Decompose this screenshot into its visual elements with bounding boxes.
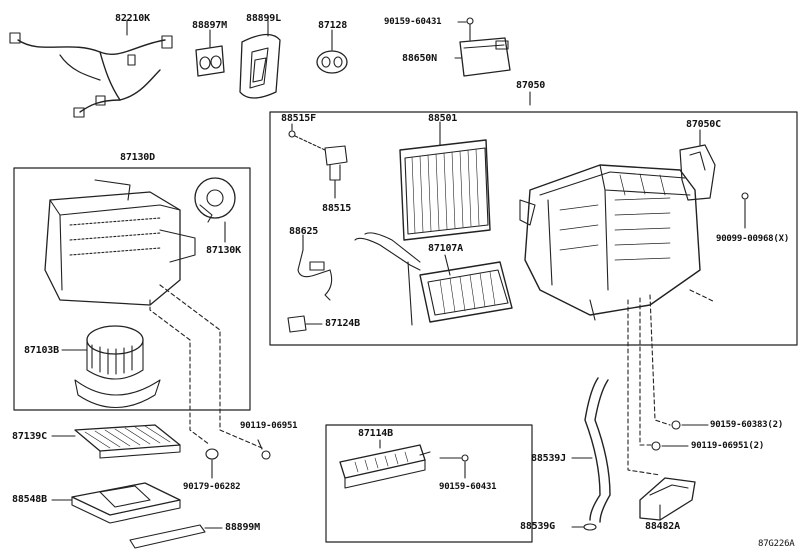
label-82210k: 82210K	[115, 13, 150, 24]
label-88650n: 88650N	[402, 53, 437, 64]
drain-hose	[571, 377, 611, 523]
label-88539g: 88539G	[520, 521, 555, 532]
label-90099-00968: 90099-00968(X)	[716, 234, 790, 244]
label-88548b: 88548B	[12, 494, 47, 505]
label-88501: 88501	[428, 113, 458, 124]
label-88539j: 88539J	[531, 453, 566, 464]
label-87130d: 87130D	[120, 152, 155, 163]
label-88899m: 88899M	[225, 522, 260, 533]
evaporator-88501	[399, 121, 491, 241]
filter-case	[51, 482, 181, 524]
label-87130k: 87130K	[206, 245, 241, 256]
label-87114b: 87114B	[358, 428, 393, 439]
label-87103b: 87103B	[24, 345, 59, 356]
label-87050: 87050	[516, 80, 546, 91]
label-87050c: 87050C	[686, 119, 721, 130]
plug-87128	[316, 29, 348, 74]
ptc-heater-87114b	[339, 439, 431, 489]
label-90159-60431-top: 90159-60431	[384, 17, 442, 27]
label-87124b: 87124B	[325, 318, 360, 329]
label-88515: 88515	[322, 203, 352, 214]
wire-harness-82210k	[9, 32, 173, 118]
diagram-code: 87G226A	[758, 539, 795, 549]
heater-core-87107a	[354, 232, 513, 326]
box-87114b	[325, 424, 533, 543]
cabin-filter	[51, 424, 181, 459]
box-87130d	[13, 167, 251, 411]
grommet-88897m	[195, 29, 225, 77]
box-87050	[269, 111, 798, 346]
label-88899l: 88899L	[246, 13, 281, 24]
hvac-unit-87050	[519, 129, 749, 476]
label-90119-06951-left: 90119-06951	[240, 421, 298, 431]
label-88897m: 88897M	[192, 20, 227, 31]
label-87107a: 87107A	[428, 243, 463, 254]
label-90119-06951-right: 90119-06951(2)	[691, 441, 765, 451]
duct-88482a	[639, 477, 696, 521]
label-88482a: 88482A	[645, 521, 680, 532]
label-90159-60383: 90159-60383(2)	[710, 420, 784, 430]
label-90179-06282: 90179-06282	[183, 482, 241, 492]
blower-assembly	[44, 177, 263, 449]
seal-88899l	[239, 33, 281, 99]
label-90159-60431-bottom: 90159-60431	[439, 482, 497, 492]
amplifier-88650n	[454, 17, 511, 77]
label-87128: 87128	[318, 20, 348, 31]
label-87139c: 87139C	[12, 431, 47, 442]
label-88515f: 88515F	[281, 113, 316, 124]
label-88625: 88625	[289, 226, 319, 237]
